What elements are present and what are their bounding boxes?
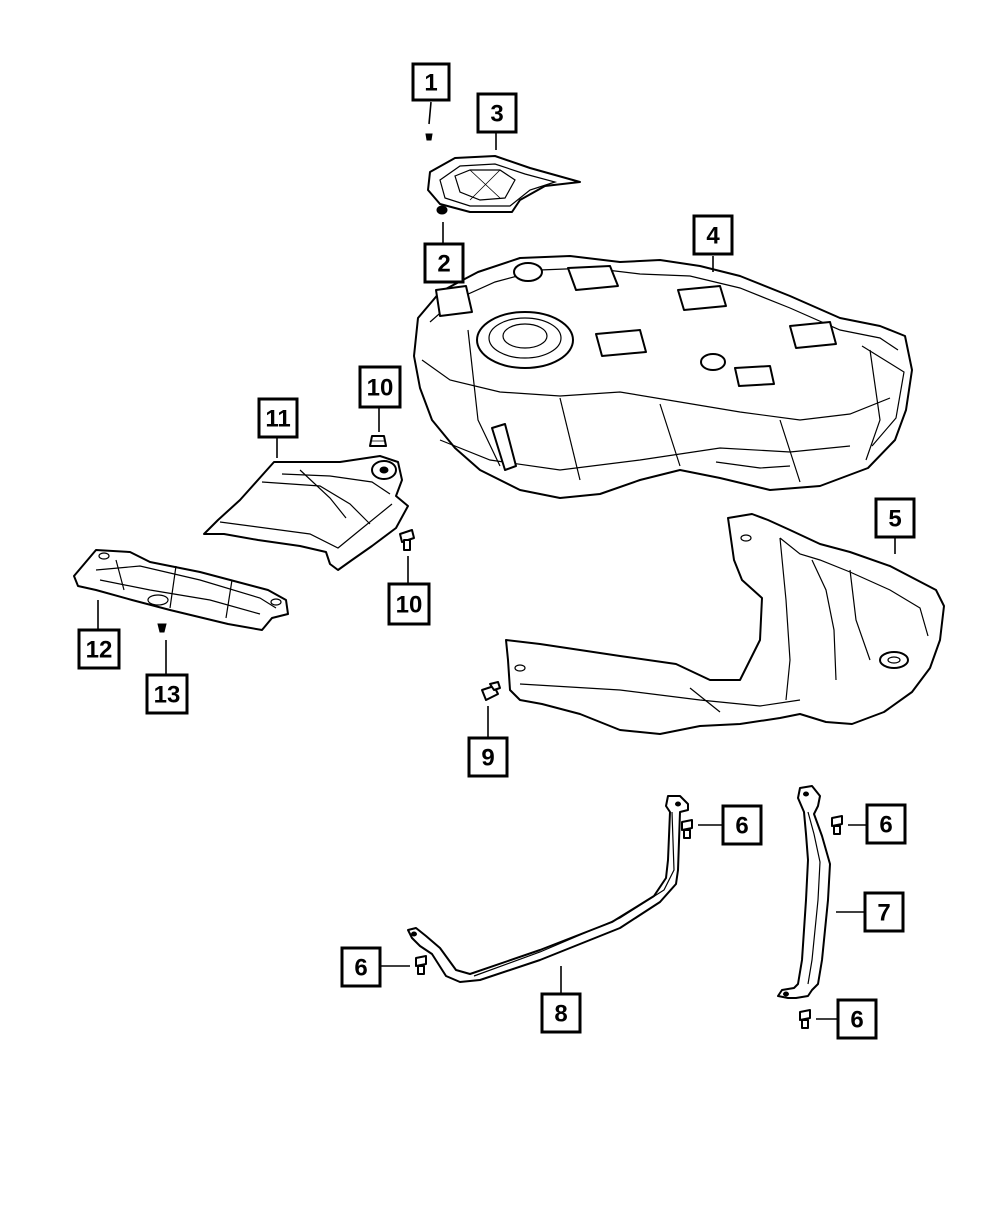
svg-text:6: 6	[735, 813, 748, 840]
callout-5: 5	[874, 497, 916, 539]
svg-text:10: 10	[396, 592, 423, 619]
callout-4: 4	[692, 214, 734, 256]
svg-text:10: 10	[367, 375, 394, 402]
part-6-bolt-a	[681, 819, 693, 839]
part-4-fuel-tank	[413, 255, 913, 499]
callout-6-d: 6	[836, 998, 878, 1040]
leader-lines	[97, 101, 896, 1020]
part-6-bolt-d	[799, 1009, 811, 1029]
svg-text:13: 13	[154, 682, 181, 709]
svg-text:8: 8	[554, 1001, 567, 1028]
callout-11: 11	[257, 397, 299, 439]
part-2-nut	[436, 205, 448, 215]
part-12-skid-plate	[73, 549, 289, 631]
svg-text:4: 4	[706, 223, 720, 250]
svg-text:7: 7	[877, 900, 890, 927]
svg-text:6: 6	[879, 812, 892, 839]
svg-text:6: 6	[850, 1007, 863, 1034]
part-9-bolt	[481, 681, 501, 701]
part-3-shield	[427, 155, 581, 213]
callout-6-c: 6	[340, 946, 382, 988]
callout-9: 9	[467, 736, 509, 778]
callout-10-upper: 10	[358, 365, 402, 409]
part-6-bolt-b	[831, 815, 843, 835]
svg-text:2: 2	[437, 251, 450, 278]
callout-3: 3	[476, 92, 518, 134]
callout-13: 13	[145, 673, 189, 715]
part-10-nut-upper	[369, 435, 387, 447]
part-1-clip	[425, 133, 433, 141]
callout-12: 12	[77, 628, 121, 670]
callout-7: 7	[863, 891, 905, 933]
part-8-strap	[407, 795, 689, 983]
callout-6-b: 6	[865, 803, 907, 845]
svg-text:3: 3	[490, 101, 503, 128]
callout-6-a: 6	[721, 804, 763, 846]
callout-10-lower: 10	[387, 582, 431, 626]
svg-text:11: 11	[265, 406, 290, 433]
part-6-bolt-c	[415, 955, 427, 975]
svg-text:1: 1	[424, 70, 437, 97]
svg-text:6: 6	[354, 955, 367, 982]
part-10-bolt-lower	[399, 529, 415, 551]
callout-2: 2	[423, 242, 465, 284]
part-7-strap	[777, 785, 831, 999]
part-5-shield	[505, 513, 945, 735]
callout-8: 8	[540, 992, 582, 1034]
part-11-heat-shield	[203, 455, 409, 571]
svg-text:12: 12	[86, 637, 113, 664]
callout-1: 1	[411, 62, 451, 102]
svg-text:5: 5	[888, 506, 901, 533]
part-13-nut	[157, 623, 167, 633]
svg-text:9: 9	[481, 745, 494, 772]
